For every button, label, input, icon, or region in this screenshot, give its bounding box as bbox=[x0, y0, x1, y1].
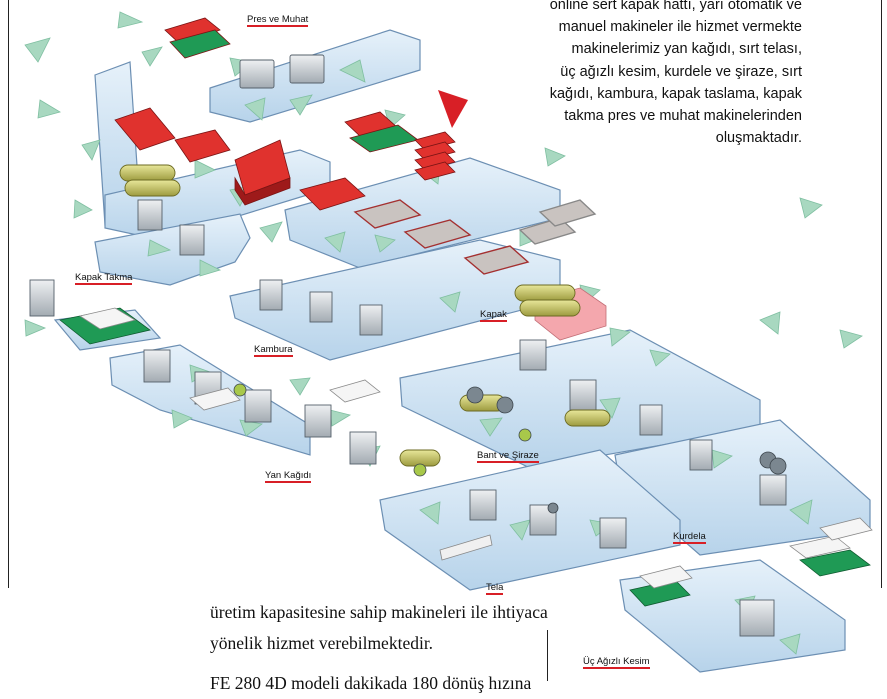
body-line-3: FE 280 4D modeli dakikada 180 dönüş hızı… bbox=[210, 673, 532, 693]
production-line-diagram bbox=[24, 11, 873, 673]
body-line-1: üretim kapasitesine sahip makineleri ile… bbox=[210, 602, 548, 622]
intro-line-2: manuel makineler ile hizmet vermekte bbox=[558, 19, 802, 36]
label-kurdela: Kurdela bbox=[673, 531, 706, 544]
label-pres-ve-muhat: Pres ve Muhat bbox=[247, 14, 309, 27]
label-yan-kagidi: Yan Kağıdı bbox=[265, 470, 312, 483]
red-direction-arrow bbox=[438, 90, 468, 128]
tela-roll bbox=[439, 534, 493, 561]
flow-arrows bbox=[24, 11, 863, 655]
cover-boards bbox=[353, 199, 597, 275]
spools bbox=[233, 383, 787, 514]
red-covers bbox=[114, 17, 456, 211]
intro-line-5: kağıdı, kambura, kapak taslama, kapak bbox=[549, 85, 802, 102]
label-uc-agizli-kesim: Üç Ağızlı Kesim bbox=[583, 656, 650, 669]
frame-right bbox=[881, 0, 883, 588]
label-tela: Tela bbox=[486, 582, 504, 595]
page: online sert kapak hattı, yarı otomatik v… bbox=[8, 0, 883, 693]
intro-line-3: makinelerimiz yan kağıdı, sırt telası, bbox=[571, 41, 802, 58]
intro-line-6: takma pres ve muhat makinelerinden bbox=[564, 108, 802, 125]
frame-column-divider bbox=[547, 630, 549, 681]
rollers bbox=[119, 164, 611, 467]
body-line-2: yönelik hizmet verebilmektedir. bbox=[210, 633, 434, 653]
intro-paragraph: online sert kapak hattı, yarı otomatik v… bbox=[455, 0, 802, 149]
label-kambura: Kambura bbox=[254, 344, 293, 357]
body-paragraph: üretim kapasitesine sahip makineleri ile… bbox=[210, 597, 548, 699]
intro-line-4: üç ağızlı kesim, kurdele ve şiraze, sırt bbox=[560, 63, 802, 80]
machines bbox=[29, 54, 787, 637]
intro-line-7: oluşmaktadır. bbox=[715, 130, 802, 147]
white-stacks bbox=[78, 307, 873, 589]
intro-line-1: online sert kapak hattı, yarı otomatik v… bbox=[549, 0, 802, 13]
label-bant-ve-siraze: Bant ve Şiraze bbox=[477, 450, 539, 463]
frame-left bbox=[8, 0, 10, 588]
label-kapak: Kapak bbox=[480, 309, 507, 322]
label-kapak-takma: Kapak Takma bbox=[75, 272, 133, 285]
